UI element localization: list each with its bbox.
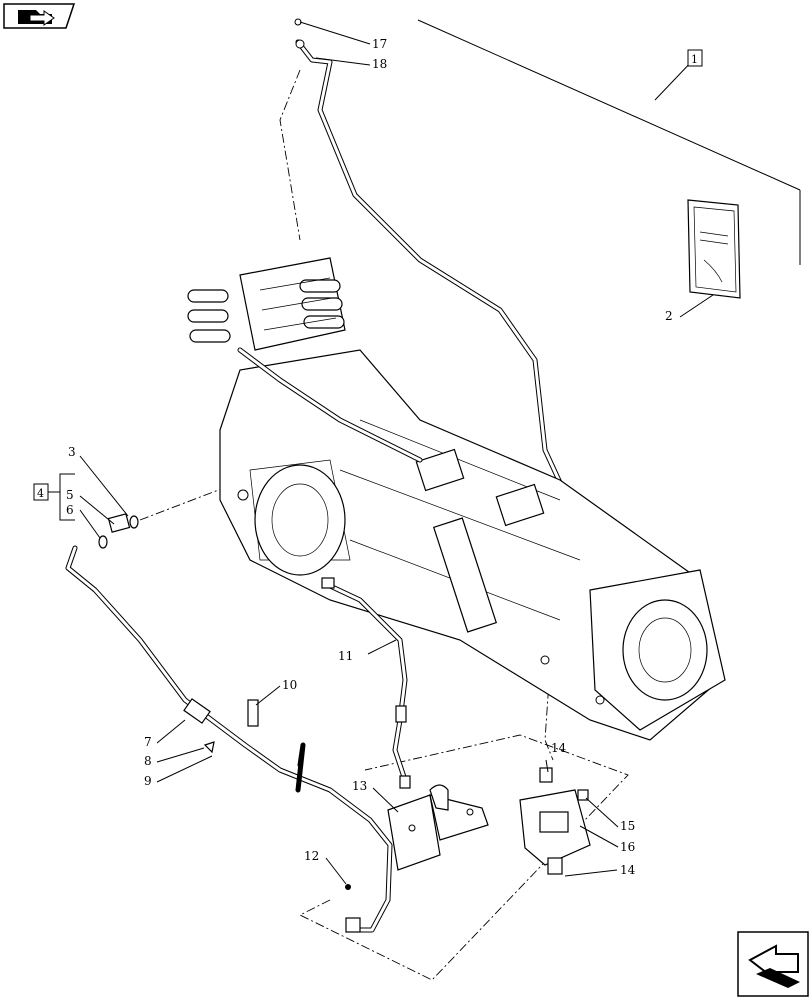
manual-document-part: [679, 199, 741, 318]
callout-8: 8: [144, 754, 152, 768]
callout-4: 4: [37, 487, 44, 500]
callout-14-top: 14: [551, 741, 567, 755]
remote-valve-block: [187, 257, 346, 351]
callout-12: 12: [304, 849, 319, 863]
callout-10: 10: [282, 678, 297, 692]
brake-valve-16: [519, 759, 619, 877]
callout-18: 18: [372, 57, 387, 71]
callout-17: 17: [372, 37, 387, 51]
callout-2: 2: [665, 309, 673, 323]
folder-arrow-icon[interactable]: [3, 3, 76, 29]
fitting-and-o-rings: [33, 455, 139, 549]
hose-assembly-11: [321, 577, 411, 789]
callout-16: 16: [620, 840, 635, 854]
callout-box-1: [687, 49, 703, 67]
callout-6: 6: [66, 503, 74, 517]
callout-14-bottom: 14: [620, 863, 636, 877]
callout-5: 5: [66, 488, 74, 502]
leader-1: [417, 19, 801, 265]
next-page-arrow-icon[interactable]: [737, 931, 809, 997]
callout-1: 1: [691, 53, 698, 66]
callout-9: 9: [144, 774, 152, 788]
callout-11: 11: [338, 649, 353, 663]
brake-pipe-7: [65, 545, 393, 933]
transmission-housing: [219, 347, 726, 741]
callout-15: 15: [620, 819, 635, 833]
callout-7: 7: [144, 735, 152, 749]
callout-13: 13: [352, 779, 367, 793]
mounting-bracket-13: [325, 784, 489, 890]
long-brake-pipe: [294, 18, 575, 513]
callout-3: 3: [68, 445, 76, 459]
